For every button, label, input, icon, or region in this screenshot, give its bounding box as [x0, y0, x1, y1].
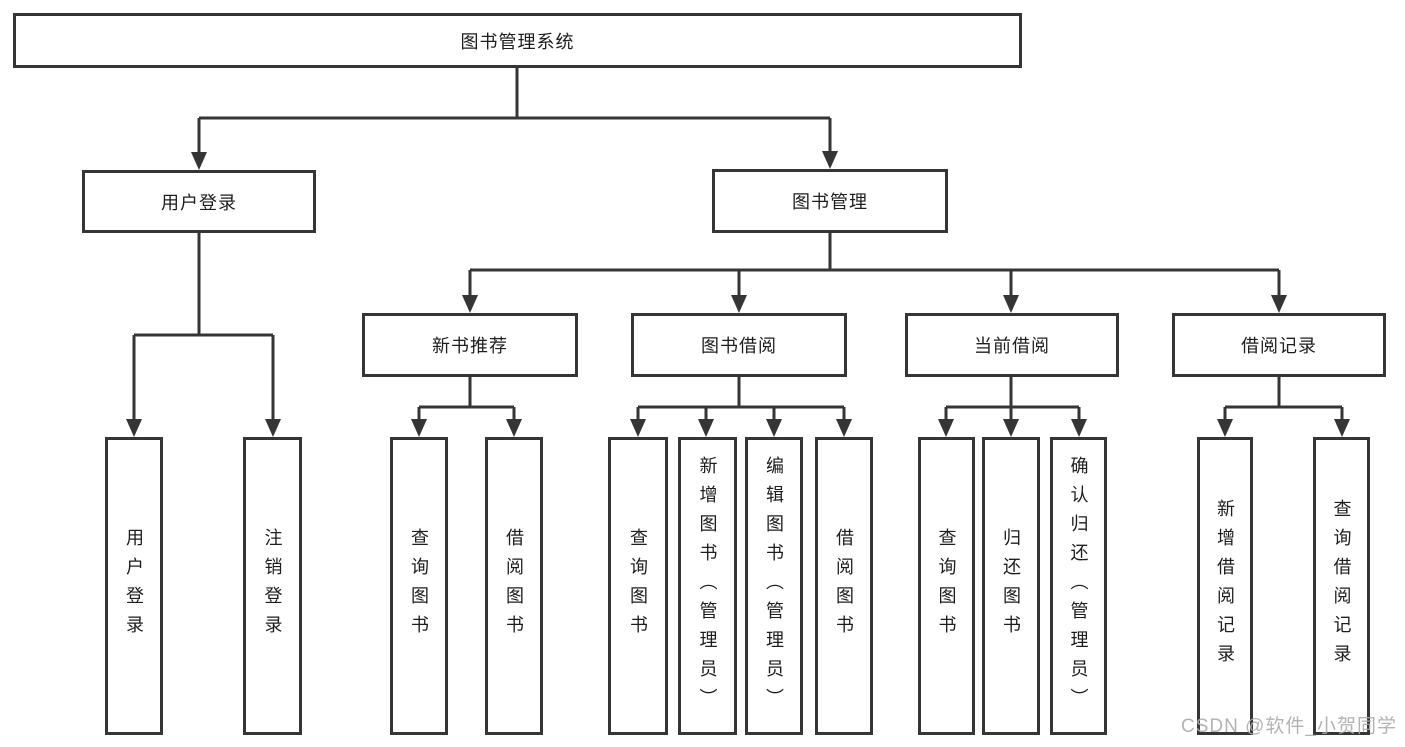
- node-book-borrow: 图书借阅: [631, 313, 847, 377]
- node-user-login: 用户登录: [82, 170, 316, 233]
- leaf-br-add-record: 新增借阅记录: [1197, 437, 1253, 735]
- leaf-bb-query-book: 查询图书: [608, 437, 668, 735]
- node-current-borrow: 当前借阅: [905, 313, 1119, 377]
- csdn-watermark: CSDN @软件_小贺同学: [1181, 716, 1397, 737]
- node-borrow-record: 借阅记录: [1172, 313, 1386, 377]
- leaf-bb-add-book-admin: 新增图书（管理员）: [678, 437, 737, 735]
- node-book-management: 图书管理: [712, 169, 948, 233]
- leaf-bb-borrow-book: 借阅图书: [815, 437, 873, 735]
- node-new-book-recommend: 新书推荐: [362, 313, 578, 377]
- leaf-cb-query-book: 查询图书: [918, 437, 975, 735]
- leaf-logout: 注销登录: [243, 437, 302, 735]
- leaf-bb-edit-book-admin: 编辑图书（管理员）: [745, 437, 803, 735]
- leaf-cb-confirm-return-admin: 确认归还（管理员）: [1050, 437, 1107, 735]
- leaf-cb-return-book: 归还图书: [982, 437, 1040, 735]
- leaf-nbr-borrow-book: 借阅图书: [485, 437, 543, 735]
- leaf-user-login: 用户登录: [105, 437, 163, 735]
- arrowheads: [126, 151, 1350, 437]
- node-root: 图书管理系统: [13, 13, 1022, 68]
- leaf-br-query-record: 查询借阅记录: [1313, 437, 1370, 735]
- leaf-nbr-query-book: 查询图书: [390, 437, 448, 735]
